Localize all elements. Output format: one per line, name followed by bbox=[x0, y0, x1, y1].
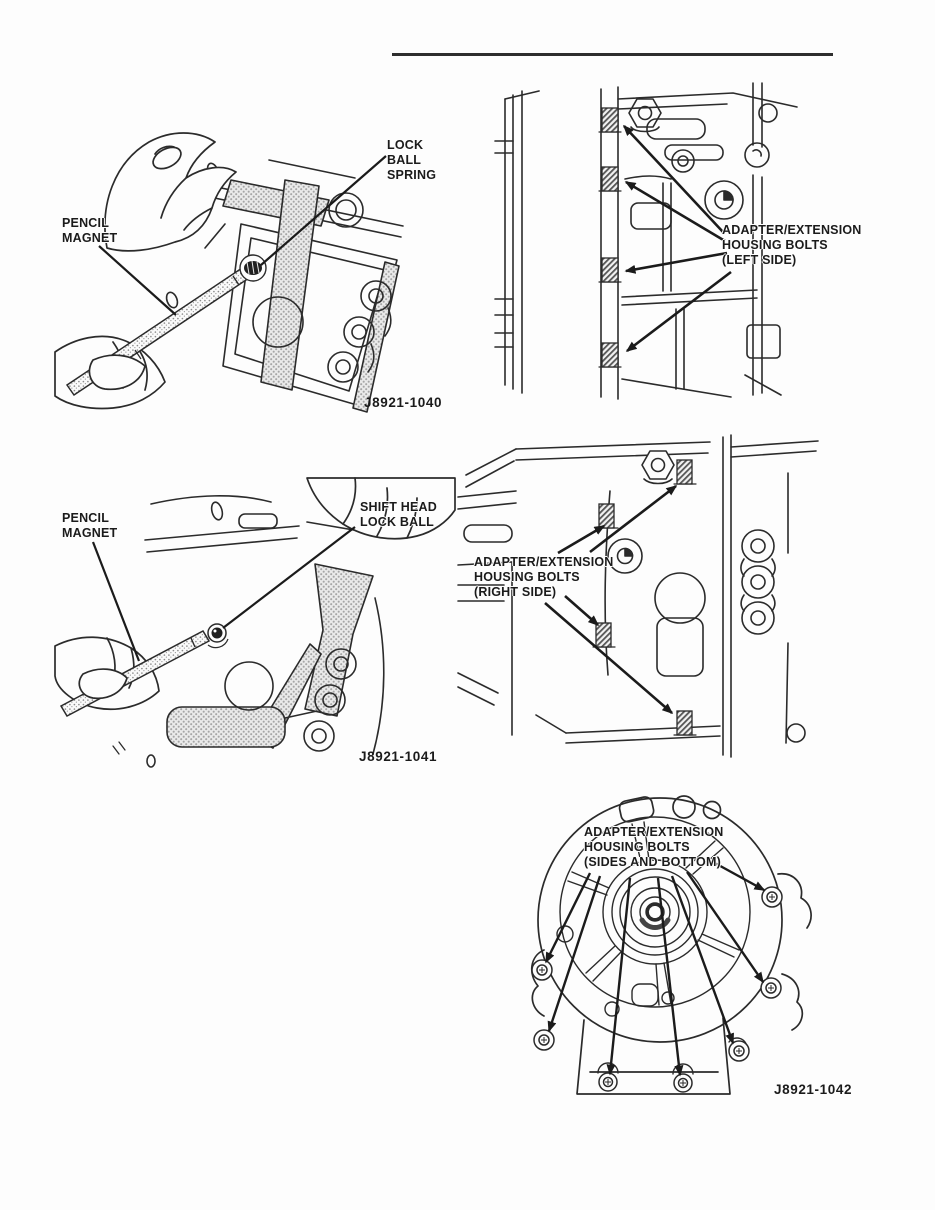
callout-lock-ball-spring: LOCK BALL SPRING bbox=[387, 138, 436, 183]
illustration-housing-bolts-rear bbox=[530, 795, 812, 1095]
illustration-housing-bolts-right bbox=[457, 434, 819, 758]
callout-line: LOCK BALL bbox=[360, 515, 435, 529]
callout-line: LOCK bbox=[387, 138, 424, 152]
bolt bbox=[728, 1040, 750, 1062]
leader-line-pencil-magnet bbox=[98, 245, 177, 316]
callout-pencil-magnet-fig1: PENCIL MAGNET bbox=[62, 216, 117, 246]
illustration-lock-ball-spring-removal bbox=[54, 132, 404, 413]
hand-upper bbox=[104, 132, 237, 252]
lock-ball-spring-part bbox=[239, 254, 267, 282]
callout-line: ADAPTER/EXTENSION bbox=[584, 825, 724, 839]
leader-line-shift-head-lock-ball bbox=[222, 526, 356, 629]
transmission-case bbox=[112, 495, 390, 768]
callout-arrows bbox=[544, 484, 678, 714]
bolt bbox=[761, 886, 783, 908]
figure-number-1040: J8921-1040 bbox=[364, 395, 443, 410]
callout-arrows bbox=[544, 860, 766, 1077]
callout-line: MAGNET bbox=[62, 526, 118, 540]
bolt bbox=[673, 1073, 693, 1093]
callout-line: PENCIL bbox=[62, 511, 110, 525]
callout-line: HOUSING BOLTS bbox=[584, 840, 690, 854]
leader-line-pencil-magnet bbox=[91, 541, 141, 662]
extension-housing bbox=[530, 795, 812, 1095]
callout-line: (SIDES AND BOTTOM) bbox=[584, 855, 721, 869]
callout-housing-bolts-left: ADAPTER/EXTENSION HOUSING BOLTS (LEFT SI… bbox=[722, 223, 862, 268]
callout-arrows bbox=[622, 124, 732, 353]
housing-bolts bbox=[595, 459, 693, 736]
housing-bolts bbox=[601, 107, 619, 368]
figure-number-1041: J8921-1041 bbox=[359, 749, 438, 764]
callout-housing-bolts-right: ADAPTER/EXTENSION HOUSING BOLTS (RIGHT S… bbox=[474, 555, 614, 600]
callout-line: (RIGHT SIDE) bbox=[474, 585, 557, 599]
callout-shift-head-lock-ball: SHIFT HEAD LOCK BALL bbox=[360, 500, 437, 530]
hand-upper bbox=[306, 477, 456, 540]
figure-number-1042: J8921-1042 bbox=[774, 1082, 853, 1097]
callout-line: SPRING bbox=[387, 168, 437, 182]
thumb bbox=[88, 354, 146, 391]
callout-housing-bolts-rear: ADAPTER/EXTENSION HOUSING BOLTS (SIDES A… bbox=[584, 825, 724, 870]
shift-head-lock-ball-part bbox=[207, 623, 229, 649]
illustration-shift-head-lock-ball-removal bbox=[54, 477, 456, 768]
callout-line: BALL bbox=[387, 153, 422, 167]
callout-line: HOUSING BOLTS bbox=[722, 238, 828, 252]
thumb bbox=[78, 668, 128, 700]
bolt bbox=[533, 1029, 555, 1051]
callout-line: ADAPTER/EXTENSION bbox=[474, 555, 614, 569]
callout-line: HOUSING BOLTS bbox=[474, 570, 580, 584]
leader-line-lock-ball-spring bbox=[260, 155, 387, 266]
callout-line: (LEFT SIDE) bbox=[722, 253, 797, 267]
bolt bbox=[760, 977, 782, 999]
transmission-case-side bbox=[494, 82, 798, 400]
callout-line: ADAPTER/EXTENSION bbox=[722, 223, 862, 237]
header-rule bbox=[392, 53, 833, 56]
transmission-case-side bbox=[457, 434, 819, 758]
callout-line: SHIFT HEAD bbox=[360, 500, 437, 514]
illustration-housing-bolts-left bbox=[494, 82, 798, 400]
callout-line: PENCIL bbox=[62, 216, 110, 230]
bolt bbox=[598, 1072, 618, 1092]
housing-bolts bbox=[531, 886, 783, 1093]
transmission-case bbox=[165, 159, 404, 413]
callout-line: MAGNET bbox=[62, 231, 118, 245]
bolt bbox=[531, 959, 553, 981]
callout-pencil-magnet-fig2: PENCIL MAGNET bbox=[62, 511, 117, 541]
